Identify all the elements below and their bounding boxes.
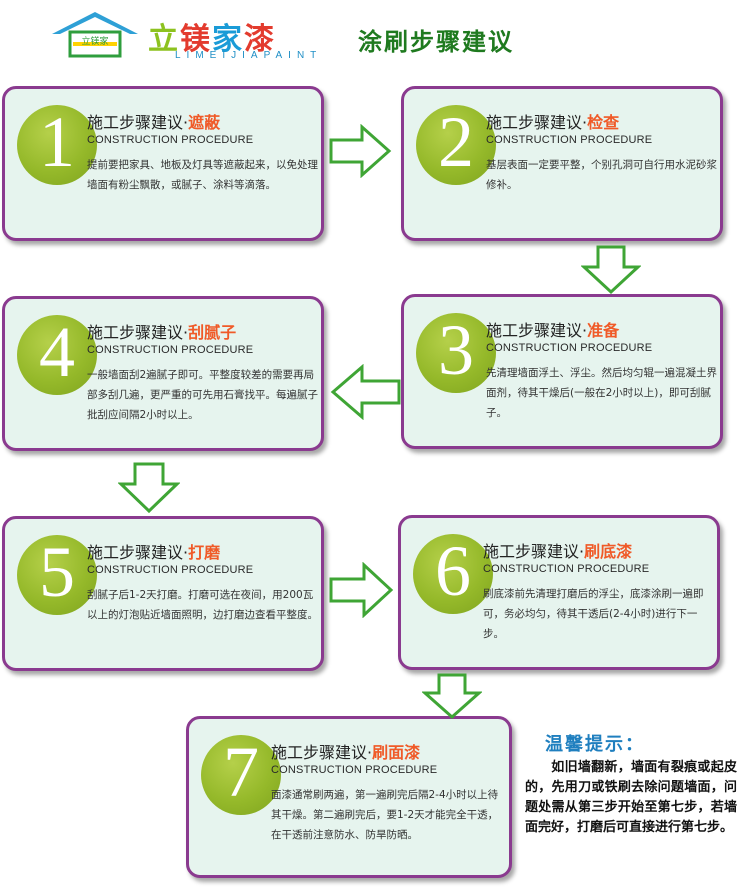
- logo-char: 镁: [180, 22, 212, 57]
- brand-subtitle: LIMEIJIAPAINT: [175, 50, 323, 61]
- arrow-down-icon: [581, 245, 641, 295]
- step-subtitle: CONSTRUCTION PROCEDURE: [483, 563, 650, 575]
- step-subtitle: CONSTRUCTION PROCEDURE: [87, 344, 254, 356]
- step-card-3: 3 施工步骤建议·准备 CONSTRUCTION PROCEDURE 先清理墙面…: [401, 294, 723, 449]
- step-subtitle: CONSTRUCTION PROCEDURE: [87, 134, 254, 146]
- step-card-2: 2 施工步骤建议·检查 CONSTRUCTION PROCEDURE 基层表面一…: [401, 86, 723, 241]
- logo-char: 立: [148, 22, 180, 57]
- step-number-badge: 7: [201, 732, 281, 815]
- step-number-badge: 5: [17, 532, 97, 615]
- step-subtitle: CONSTRUCTION PROCEDURE: [486, 342, 653, 354]
- step-title: 施工步骤建议·刷底漆: [483, 542, 633, 561]
- arrow-down-icon: [118, 462, 180, 514]
- step-card-4: 4 施工步骤建议·刮腻子 CONSTRUCTION PROCEDURE 一般墙面…: [2, 296, 324, 451]
- step-number-badge: 3: [416, 310, 496, 393]
- step-subtitle: CONSTRUCTION PROCEDURE: [486, 134, 653, 146]
- step-name: 刷底漆: [584, 542, 633, 561]
- step-name: 打磨: [188, 543, 221, 562]
- arrow-left-icon: [330, 364, 401, 420]
- step-description: 基层表面一定要平整，个别孔洞可自行用水泥砂浆修补。: [486, 159, 717, 191]
- step-card-5: 5 施工步骤建议·打磨 CONSTRUCTION PROCEDURE 刮腻子后1…: [2, 516, 324, 671]
- step-number-badge: 6: [413, 531, 493, 614]
- step-title: 施工步骤建议·遮蔽: [87, 113, 221, 132]
- step-name: 准备: [587, 321, 620, 340]
- arrow-down-icon: [422, 673, 482, 719]
- logo-char: 家: [212, 22, 244, 57]
- page-title: 涂刷步骤建议: [358, 27, 514, 56]
- step-number-badge: 1: [17, 102, 97, 185]
- step-card-7: 7 施工步骤建议·刷面漆 CONSTRUCTION PROCEDURE 面漆通常…: [186, 716, 512, 878]
- step-description: 刷底漆前先清理打磨后的浮尘，底漆涂刷一遍即可，务必均匀，待其干透后(2-4小时)…: [483, 588, 704, 640]
- tip-title: 温馨提示：: [545, 734, 645, 755]
- step-description: 刮腻子后1-2天打磨。打磨可选在夜间，用200瓦以上的灯泡贴近墙面照明，边打磨边…: [87, 589, 318, 621]
- arrow-right-icon: [329, 124, 392, 178]
- step-description: 一般墙面刮2遍腻子即可。平整度较差的需要再局部多刮几遍，更严重的可先用石膏找平。…: [87, 369, 318, 421]
- tip-text: 如旧墙翻新，墙面有裂痕或起皮的，先用刀或铁刷去除问题墙面，问题处需从第三步开始至…: [525, 760, 737, 835]
- header: 立镁家 立镁家漆 LIMEIJIAPAINT 涂刷步骤建议: [0, 0, 750, 70]
- step-name: 刷面漆: [372, 743, 421, 762]
- tip-body: 如旧墙翻新，墙面有裂痕或起皮的，先用刀或铁刷去除问题墙面，问题处需从第三步开始至…: [525, 758, 737, 838]
- step-title: 施工步骤建议·打磨: [87, 543, 221, 562]
- step-description: 先清理墙面浮土、浮尘。然后均匀辊一遍混凝土界面剂，待其干燥后(一般在2小时以上)…: [486, 367, 717, 419]
- step-subtitle: CONSTRUCTION PROCEDURE: [87, 564, 254, 576]
- step-title: 施工步骤建议·刮腻子: [87, 323, 237, 342]
- step-title: 施工步骤建议·检查: [486, 113, 620, 132]
- step-title: 施工步骤建议·刷面漆: [271, 743, 421, 762]
- logo-char: 漆: [244, 22, 276, 57]
- step-description: 面漆通常刷两遍，第一遍刷完后隔2-4小时以上待其干燥。第二遍刷完后，要1-2天才…: [271, 789, 499, 841]
- step-name: 刮腻子: [188, 323, 237, 342]
- step-subtitle: CONSTRUCTION PROCEDURE: [271, 764, 438, 776]
- brand-logo-text: 立镁家漆: [148, 14, 276, 58]
- step-name: 检查: [587, 113, 620, 132]
- step-card-6: 6 施工步骤建议·刷底漆 CONSTRUCTION PROCEDURE 刷底漆前…: [398, 515, 720, 670]
- step-number-badge: 4: [17, 312, 97, 395]
- arrow-right-icon: [329, 562, 394, 618]
- step-card-1: 1 施工步骤建议·遮蔽 CONSTRUCTION PROCEDURE 提前要把家…: [2, 86, 324, 241]
- house-logo-icon: 立镁家: [52, 12, 138, 58]
- step-number-badge: 2: [416, 102, 496, 185]
- logo-badge: 立镁家: [81, 35, 108, 47]
- step-name: 遮蔽: [188, 113, 221, 132]
- step-description: 提前要把家具、地板及灯具等遮蔽起来，以免处理墙面有粉尘飘散，或腻子、涂料等滴落。: [87, 159, 318, 191]
- step-title: 施工步骤建议·准备: [486, 321, 620, 340]
